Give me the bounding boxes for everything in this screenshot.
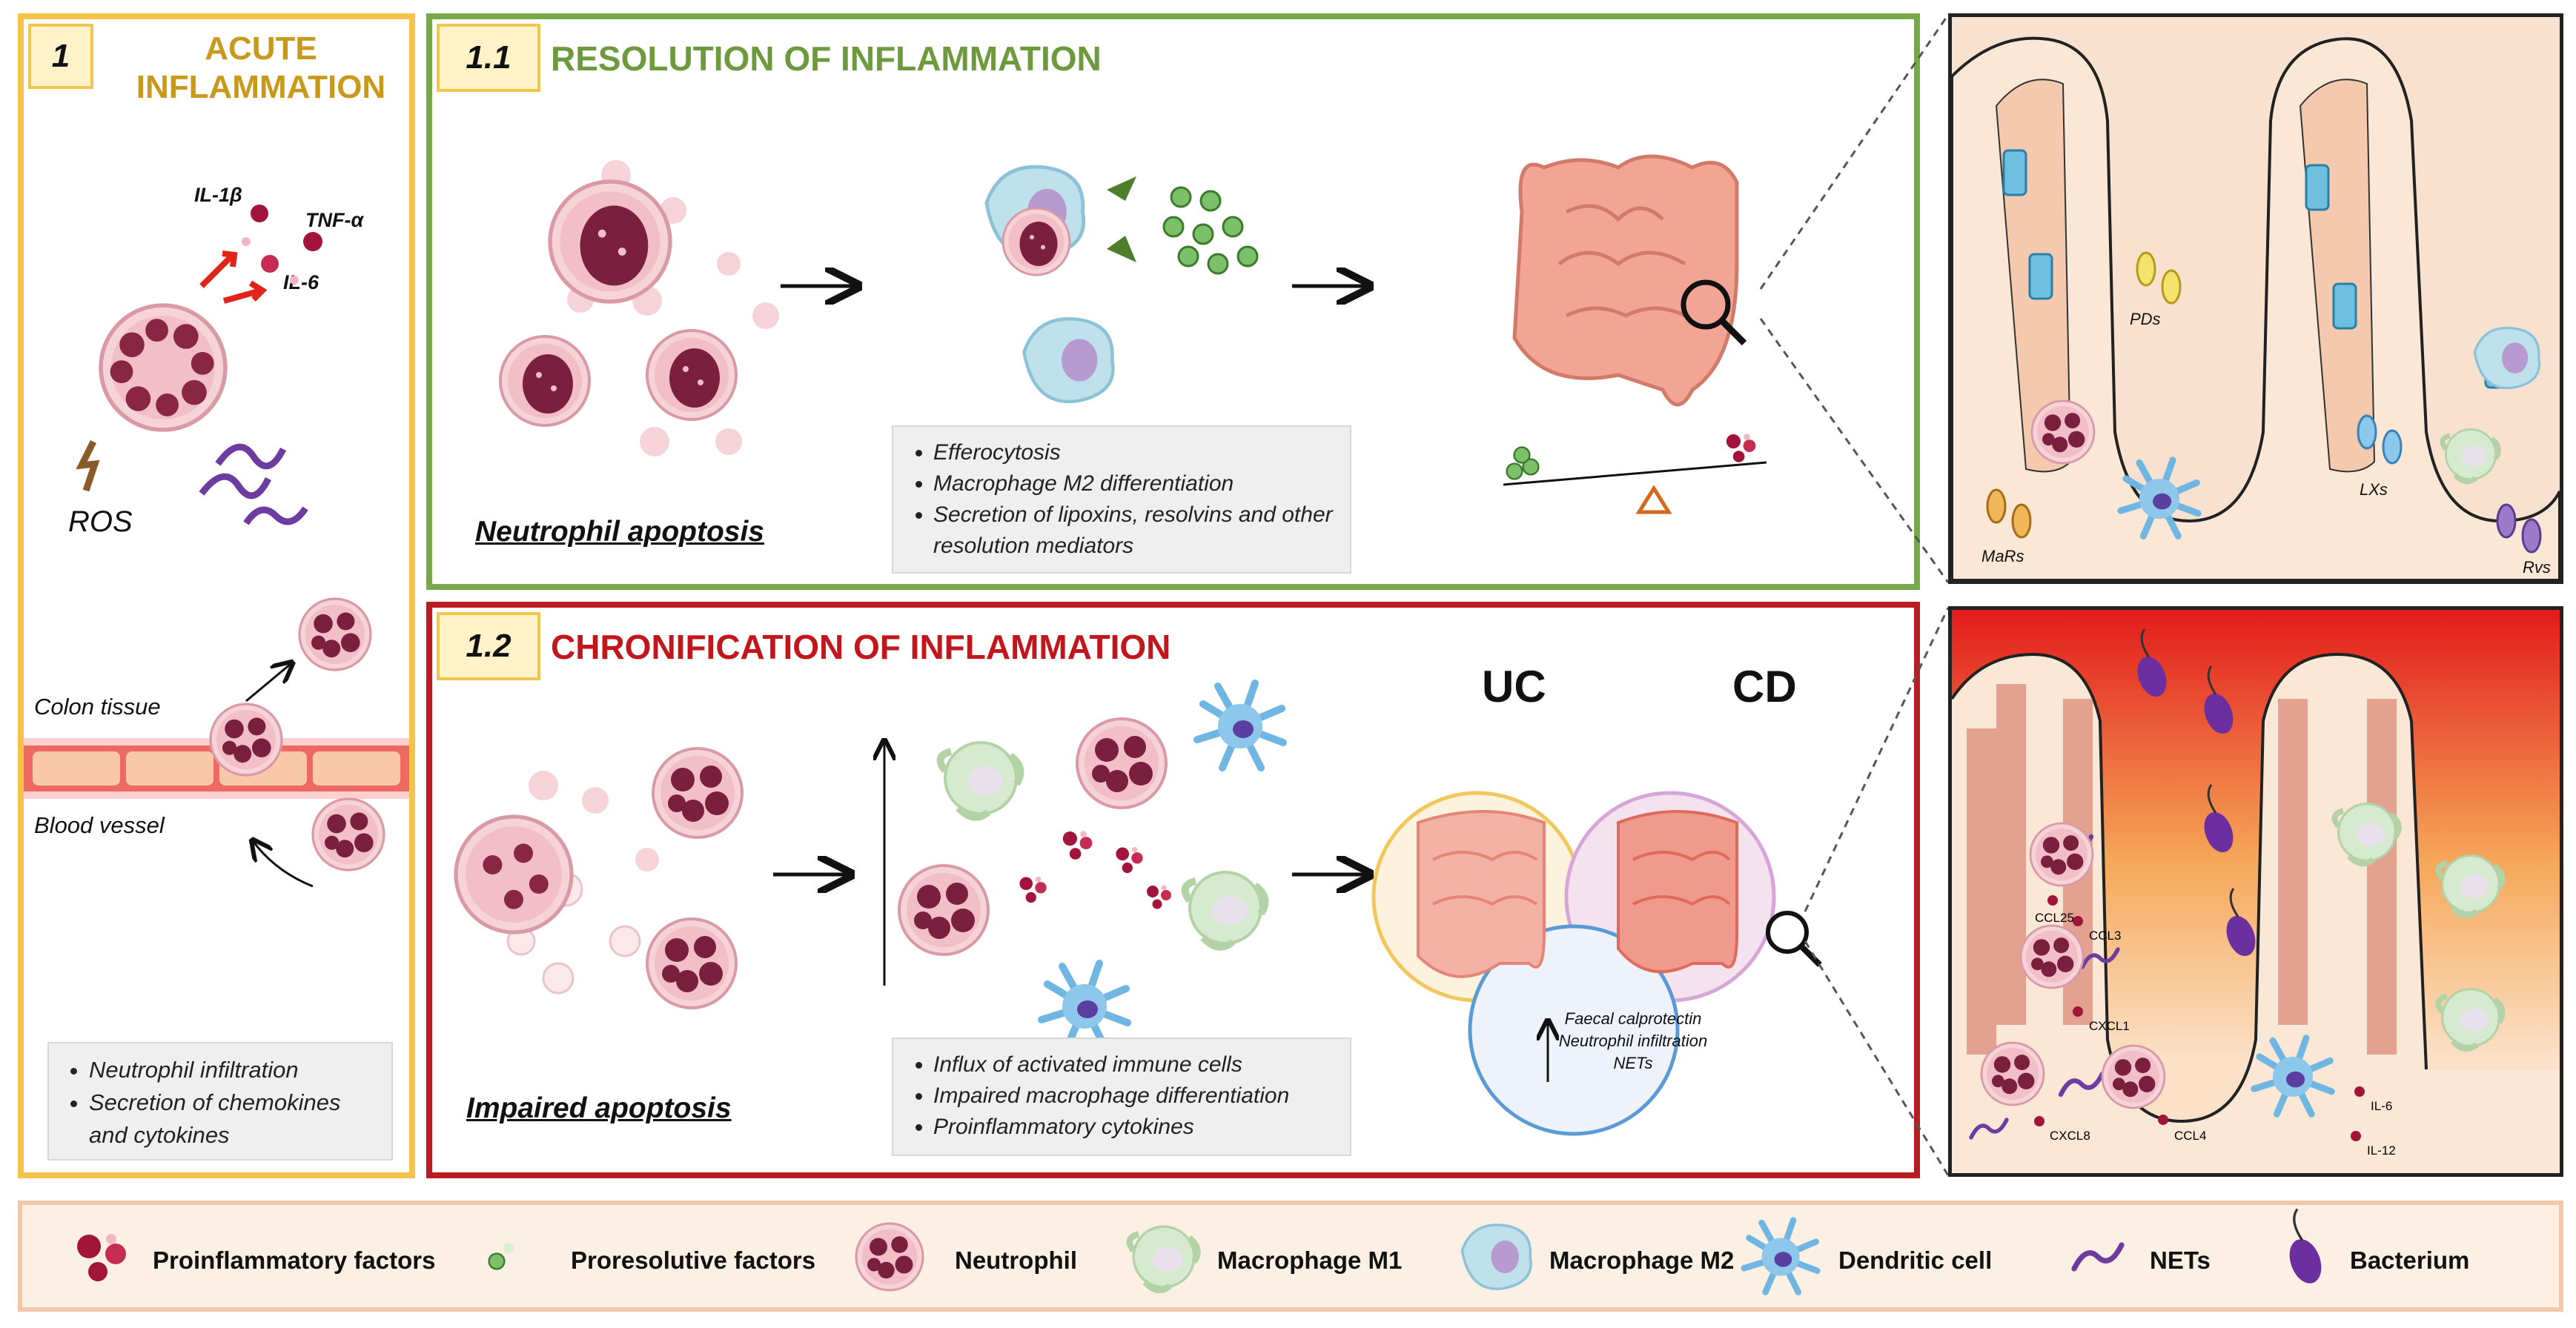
legend-icons xyxy=(77,1207,2328,1309)
legend-dendritic-cell: Dendritic cell xyxy=(1838,1246,1993,1274)
legend-nets: NETs xyxy=(2150,1246,2211,1274)
lxs-label: LXs xyxy=(2360,480,2388,499)
rvs-label: Rvs xyxy=(2523,558,2551,577)
magnifier-icon xyxy=(1681,279,1731,330)
colon-tissue-label: Colon tissue xyxy=(34,694,161,720)
resolution-summary-box: Efferocytosis Macrophage M2 differentiat… xyxy=(892,425,1351,574)
lightning-icon xyxy=(76,439,100,492)
acute-summary-box: Neutrophil infiltration Secretion of che… xyxy=(47,1042,393,1161)
red-arrow-icon xyxy=(199,254,234,288)
panel-title: ACUTE INFLAMMATION xyxy=(136,30,386,105)
magnifier-icon xyxy=(1766,911,1809,954)
cytokine-label-il6: IL-6 xyxy=(283,271,319,293)
inflamed-mucosa-zoom: CCL25 CCL3 CXCL1 CXCL8 CCL4 IL-6 IL-12 xyxy=(1948,606,2563,1177)
legend-proinflammatory: Proinflammatory factors xyxy=(153,1246,436,1274)
summary-item: Secretion of chemokines and cytokines xyxy=(89,1086,377,1152)
summary-item: Neutrophil infiltration xyxy=(89,1054,377,1086)
panel-number: 1 xyxy=(28,24,93,89)
chronification-panel: 1.2 CHRONIFICATION OF INFLAMMATION xyxy=(426,602,1920,1178)
resolution-panel: 1.1 RESOLUTION OF INFLAMMATION xyxy=(426,13,1920,590)
ccl25-label: CCL25 xyxy=(2035,911,2074,925)
summary-item: Macrophage M2 differentiation xyxy=(933,468,1335,499)
resolution-illustration xyxy=(499,154,1767,514)
summary-item: Efferocytosis xyxy=(933,437,1335,468)
blood-vessel-label: Blood vessel xyxy=(34,812,165,838)
cxcl8-label: CXCL8 xyxy=(2050,1129,2090,1143)
chronification-illustration xyxy=(454,608,1822,1136)
legend-neutrophil: Neutrophil xyxy=(955,1246,1077,1274)
ros-label: ROS xyxy=(68,505,133,538)
summary-item: Influx of activated immune cells xyxy=(933,1049,1335,1080)
circle-text: Faecal calprotectin Neutrophil infiltrat… xyxy=(1558,1009,1708,1072)
uc-label: UC xyxy=(1482,662,1546,711)
legend-macrophage-m1: Macrophage M1 xyxy=(1217,1246,1403,1274)
chronification-summary-box: Influx of activated immune cells Impaire… xyxy=(892,1038,1351,1156)
summary-item: Secretion of lipoxins, resolvins and oth… xyxy=(933,499,1335,562)
il12-label: IL-12 xyxy=(2367,1143,2396,1158)
panel-caption: Neutrophil apoptosis xyxy=(475,516,764,548)
pds-label: PDs xyxy=(2130,310,2161,328)
cytokine-label-tnf: TNF-α xyxy=(305,209,364,231)
inflamed-mucosa-illustration xyxy=(1952,610,2560,1173)
acute-inflammation-panel: 1 ACUTE INFLAMMATION IL-1β TNF-α IL-6 RO… xyxy=(18,13,415,1178)
acute-illustration xyxy=(24,205,409,888)
legend-proresolutive: Proresolutive factors xyxy=(571,1246,816,1274)
legend: Proinflammatory factors Proresolutive fa… xyxy=(18,1201,2563,1312)
panel-number: 1.1 xyxy=(437,24,540,92)
healthy-mucosa-zoom: PDs LXs MaRs Rvs xyxy=(1948,13,2563,584)
summary-item: Impaired macrophage differentiation xyxy=(933,1080,1335,1112)
mars-label: MaRs xyxy=(1981,547,2024,565)
summary-item: Proinflammatory cytokines xyxy=(933,1112,1335,1143)
legend-macrophage-m2: Macrophage M2 xyxy=(1549,1246,1735,1274)
mucosa-illustration xyxy=(1952,17,2560,580)
panel-title: CHRONIFICATION OF INFLAMMATION xyxy=(551,628,1171,666)
il6-label: IL-6 xyxy=(2371,1099,2393,1113)
cd-label: CD xyxy=(1732,662,1797,711)
legend-bacterium: Bacterium xyxy=(2350,1246,2470,1274)
cxcl1-label: CXCL1 xyxy=(2089,1019,2130,1033)
cytokine-label-il1b: IL-1β xyxy=(194,184,242,206)
panel-caption: Impaired apoptosis xyxy=(466,1092,732,1124)
ccl3-label: CCL3 xyxy=(2089,929,2122,943)
ccl4-label: CCL4 xyxy=(2174,1129,2207,1143)
panel-number: 1.2 xyxy=(437,612,540,680)
panel-title: RESOLUTION OF INFLAMMATION xyxy=(551,39,1102,78)
